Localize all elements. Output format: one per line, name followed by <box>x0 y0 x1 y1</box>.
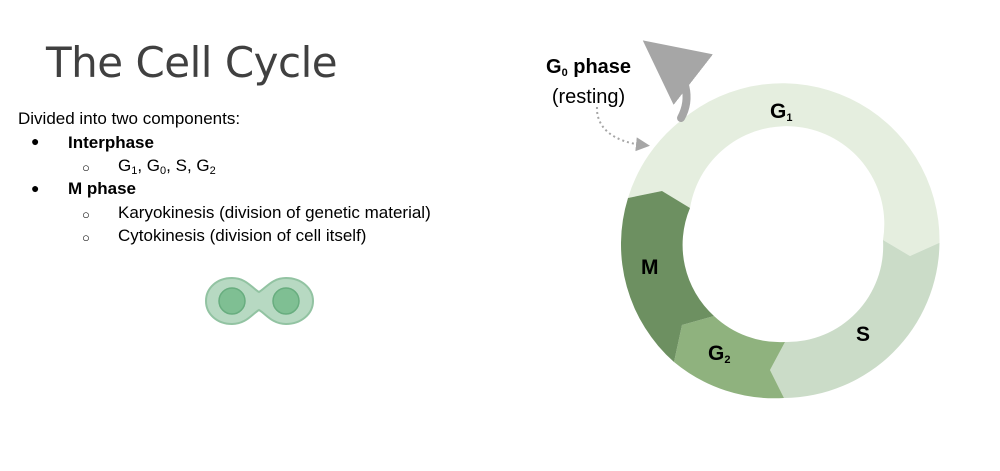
list-item-m-phase: M phase <box>68 179 137 198</box>
phase-segment-g1 <box>628 83 940 256</box>
bullet-icon: ● <box>31 133 40 149</box>
phase-label-g1: G1 <box>770 100 793 124</box>
phase-segment-g2 <box>674 316 785 399</box>
dividing-cell-icon <box>204 276 315 326</box>
g0-title: G0 phase <box>546 56 632 79</box>
list-subitem-karyokinesis: Karyokinesis (division of genetic materi… <box>118 203 431 222</box>
g0-note: (resting) <box>551 86 626 108</box>
bullet-icon: ● <box>31 180 40 196</box>
phase-label-m: M <box>641 256 659 279</box>
nucleus-left <box>218 287 246 315</box>
phase-segment-m <box>620 191 714 362</box>
nucleus-right <box>272 287 300 315</box>
phase-segment-s <box>770 240 940 398</box>
sub-bullet-icon: ○ <box>82 230 90 245</box>
slide-title: The Cell Cycle <box>46 38 338 87</box>
sub-bullet-icon: ○ <box>82 207 90 222</box>
g0-phase-label: G0 phase (resting) <box>546 55 631 109</box>
list-subitem-phases: G1, G0, S, G2 <box>118 156 216 177</box>
g0-exit-arrow-icon <box>642 40 713 122</box>
phase-label-g2: G2 <box>708 342 731 366</box>
phase-label-s: S <box>856 323 871 346</box>
g0-return-arrow-icon <box>595 106 650 152</box>
list-item-interphase: Interphase <box>68 133 154 152</box>
sub-bullet-icon: ○ <box>82 160 90 175</box>
list-subitem-cytokinesis: Cytokinesis (division of cell itself) <box>118 226 367 245</box>
intro-text: Divided into two components: <box>18 109 241 128</box>
